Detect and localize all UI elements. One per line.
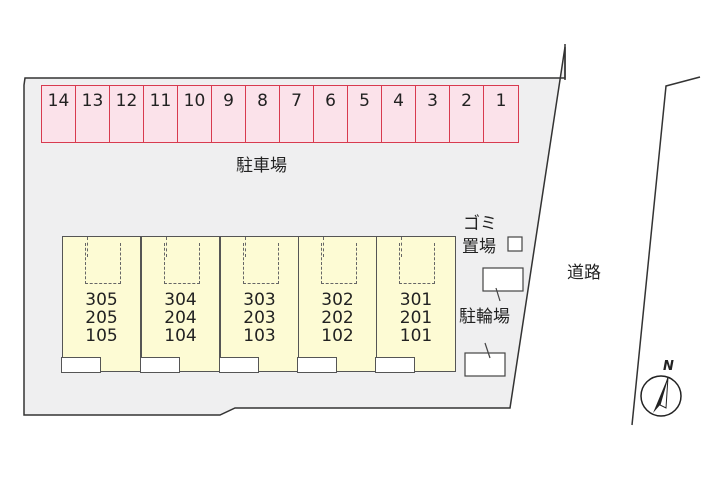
parking-slot: 1 bbox=[484, 86, 518, 142]
floorplan-outline bbox=[321, 243, 357, 284]
floorplan-outline bbox=[399, 243, 435, 284]
entrance-box bbox=[219, 357, 259, 373]
parking-slot: 2 bbox=[450, 86, 484, 142]
road-edge-right bbox=[631, 76, 701, 426]
bicycle-line-lower bbox=[484, 342, 491, 359]
floorplan-outline bbox=[391, 237, 402, 257]
room-number: 302 bbox=[321, 290, 354, 310]
parking-slot: 11 bbox=[144, 86, 178, 142]
floorplan-outline bbox=[77, 237, 88, 257]
room-number: 104 bbox=[164, 326, 197, 346]
floorplan-outline bbox=[156, 237, 167, 257]
parking-slot: 9 bbox=[212, 86, 246, 142]
entrance-box bbox=[297, 357, 337, 373]
parking-slot: 5 bbox=[348, 86, 382, 142]
parking-slot: 4 bbox=[382, 86, 416, 142]
room-number: 303 bbox=[243, 290, 276, 310]
road-label: 道路 bbox=[567, 263, 601, 283]
garbage-label-line1: ゴミ bbox=[463, 214, 497, 234]
floorplan-outline bbox=[85, 243, 121, 284]
room-number: 103 bbox=[243, 326, 276, 346]
room-number: 202 bbox=[321, 308, 354, 328]
bicycle-parking-label: 駐輪場 bbox=[459, 307, 510, 327]
room-number: 205 bbox=[85, 308, 118, 328]
room-number: 105 bbox=[85, 326, 118, 346]
room-number: 201 bbox=[399, 308, 433, 328]
floorplan-outline bbox=[313, 237, 324, 257]
parking-slot: 12 bbox=[110, 86, 144, 142]
compass-north-label: N bbox=[663, 359, 674, 374]
entrance-box bbox=[61, 357, 101, 373]
parking-label: 駐車場 bbox=[236, 156, 287, 176]
entrance-box bbox=[140, 357, 180, 373]
room-number: 203 bbox=[243, 308, 276, 328]
garbage-label-line2: 置場 bbox=[462, 237, 496, 257]
compass-needle-icon bbox=[653, 377, 668, 413]
bicycle-box-lower bbox=[464, 352, 506, 377]
room-number: 204 bbox=[164, 308, 197, 328]
bicycle-line-upper bbox=[495, 287, 501, 302]
parking-slot: 10 bbox=[178, 86, 212, 142]
entrance-box bbox=[375, 357, 415, 373]
parking-slot: 3 bbox=[416, 86, 450, 142]
floorplan-outline bbox=[235, 237, 246, 257]
parking-slot: 7 bbox=[280, 86, 314, 142]
floorplan-outline bbox=[164, 243, 200, 284]
bicycle-box-upper bbox=[482, 267, 524, 292]
parking-slot: 8 bbox=[246, 86, 280, 142]
room-number: 304 bbox=[164, 290, 197, 310]
room-number: 301 bbox=[399, 290, 433, 310]
garbage-box bbox=[507, 236, 523, 252]
room-number: 305 bbox=[85, 290, 118, 310]
floorplan-outline bbox=[243, 243, 279, 284]
compass bbox=[640, 375, 682, 417]
room-number: 101 bbox=[399, 326, 433, 346]
parking-slot: 14 bbox=[42, 86, 76, 142]
parking-slot: 6 bbox=[314, 86, 348, 142]
parking-slot: 13 bbox=[76, 86, 110, 142]
room-number: 102 bbox=[321, 326, 354, 346]
